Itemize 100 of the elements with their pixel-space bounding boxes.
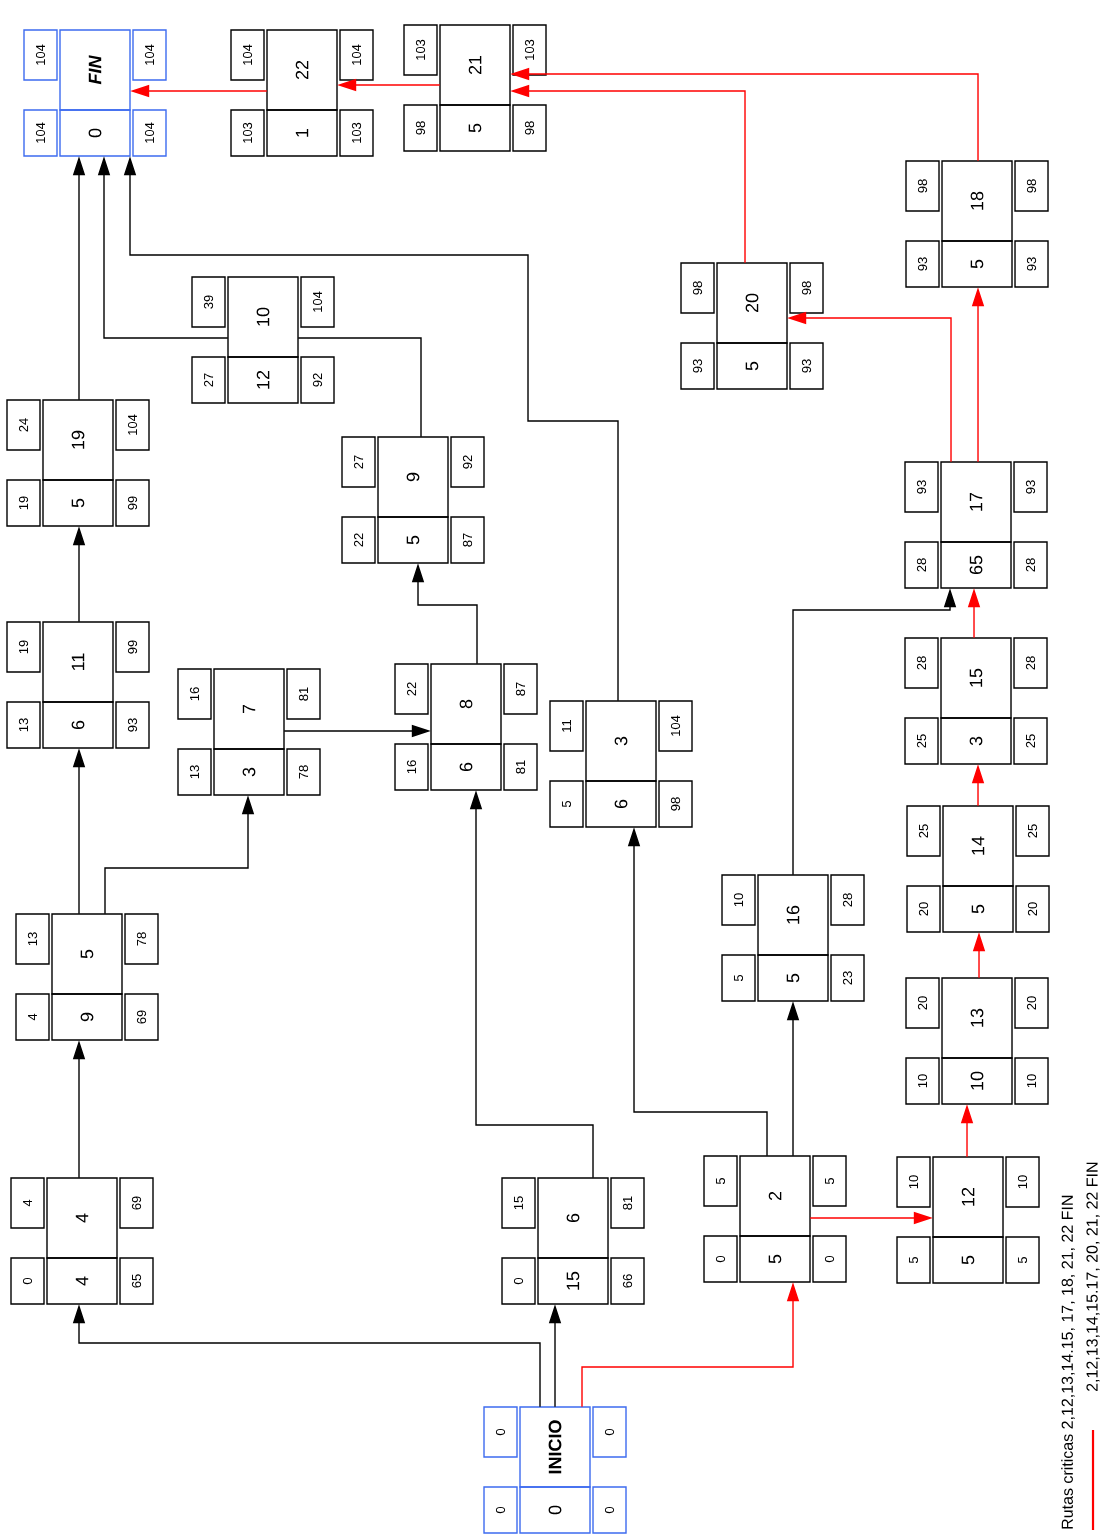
activity-box: 20: [716, 262, 788, 344]
time-box: 69: [124, 993, 159, 1041]
duration-box: 6: [585, 780, 657, 828]
time-box: 39: [191, 276, 226, 328]
duration-box: 12: [227, 356, 299, 404]
time-box: 0: [812, 1235, 847, 1283]
time-box: 98: [789, 262, 824, 314]
duration-box: 5: [42, 479, 114, 527]
duration-box: 5: [757, 954, 829, 1002]
time-box: 99: [115, 479, 150, 527]
time-box: 19: [6, 621, 41, 673]
activity-box: 13: [941, 977, 1013, 1059]
time-box: 81: [610, 1177, 645, 1229]
time-box: 0: [592, 1486, 627, 1534]
time-box: 13: [6, 701, 41, 749]
time-box: 87: [450, 516, 485, 564]
duration-box: 5: [716, 342, 788, 390]
time-box: 93: [904, 461, 939, 513]
activity-box: 18: [941, 160, 1013, 242]
time-box: 69: [119, 1177, 154, 1229]
time-box: 4: [15, 993, 50, 1041]
time-box: 13: [15, 913, 50, 965]
time-box: 104: [339, 29, 374, 81]
activity-box: 12: [932, 1156, 1004, 1238]
activity-box: 4: [46, 1177, 118, 1259]
time-box: 104: [132, 29, 167, 81]
time-box: 98: [403, 104, 438, 152]
time-box: 98: [512, 104, 547, 152]
time-box: 104: [230, 29, 265, 81]
time-box: 10: [896, 1156, 931, 1208]
time-box: 20: [1014, 977, 1049, 1029]
time-box: 28: [1013, 637, 1048, 689]
activity-box: 17: [940, 461, 1012, 543]
time-box: 5: [721, 954, 756, 1002]
time-box: 66: [610, 1257, 645, 1305]
activity-box: 7: [213, 668, 285, 750]
time-box: 81: [503, 743, 538, 791]
time-box: 13: [177, 748, 212, 796]
time-box: 11: [549, 700, 584, 752]
time-box: 15: [501, 1177, 536, 1229]
time-box: 5: [896, 1236, 931, 1284]
time-box: 104: [23, 29, 58, 81]
duration-box: 9: [51, 993, 123, 1041]
time-box: 104: [115, 399, 150, 451]
time-box: 25: [906, 805, 941, 857]
time-box: 23: [830, 954, 865, 1002]
time-box: 22: [394, 663, 429, 715]
duration-box: 15: [537, 1257, 609, 1305]
activity-box: 8: [430, 663, 502, 745]
time-box: 87: [503, 663, 538, 715]
time-box: 103: [512, 24, 547, 76]
time-box: 25: [1015, 805, 1050, 857]
legend-text: 2,12,13,14,15.17, 20, 21, 22 FIN: [1086, 1162, 1100, 1391]
activity-box: 6: [537, 1177, 609, 1259]
time-box: 92: [300, 356, 335, 404]
time-box: 92: [450, 436, 485, 488]
activity-box: 5: [51, 913, 123, 995]
time-box: 28: [830, 874, 865, 926]
time-box: 28: [1013, 541, 1048, 589]
time-box: 24: [6, 399, 41, 451]
time-box: 98: [680, 262, 715, 314]
time-box: 5: [812, 1155, 847, 1207]
time-box: 99: [115, 621, 150, 673]
time-box: 103: [403, 24, 438, 76]
time-box: 104: [23, 109, 58, 157]
activity-box: 2: [739, 1155, 811, 1237]
route-note: Rutas criticas 2,12,13,14.15, 17, 18, 21, 22 FIN: [1061, 1195, 1075, 1529]
time-box: 103: [339, 109, 374, 157]
activity-box: 19: [42, 399, 114, 481]
activity-box: 11: [42, 621, 114, 703]
time-box: 5: [1005, 1236, 1040, 1284]
duration-box: 65: [940, 541, 1012, 589]
activity-box: 15: [940, 637, 1012, 719]
duration-box: 5: [932, 1236, 1004, 1284]
time-box: 20: [906, 885, 941, 933]
time-box: 28: [904, 637, 939, 689]
time-box: 81: [286, 668, 321, 720]
time-box: 0: [10, 1257, 45, 1305]
duration-box: 5: [439, 104, 511, 152]
duration-box: 4: [46, 1257, 118, 1305]
time-box: 27: [341, 436, 376, 488]
activity-box: 14: [942, 805, 1014, 887]
activity-box: 22: [266, 29, 338, 111]
time-box: 0: [501, 1257, 536, 1305]
activity-box: INICIO: [519, 1406, 591, 1488]
time-box: 93: [789, 342, 824, 390]
time-box: 10: [721, 874, 756, 926]
time-box: 10: [905, 1057, 940, 1105]
activity-box: 9: [377, 436, 449, 518]
duration-box: 5: [942, 885, 1014, 933]
activity-box: 16: [757, 874, 829, 956]
time-box: 16: [394, 743, 429, 791]
time-box: 28: [904, 541, 939, 589]
time-box: 93: [115, 701, 150, 749]
time-box: 98: [905, 160, 940, 212]
activity-box: FIN: [59, 29, 131, 111]
time-box: 10: [1014, 1057, 1049, 1105]
time-box: 78: [124, 913, 159, 965]
time-box: 0: [592, 1406, 627, 1458]
duration-box: 3: [213, 748, 285, 796]
